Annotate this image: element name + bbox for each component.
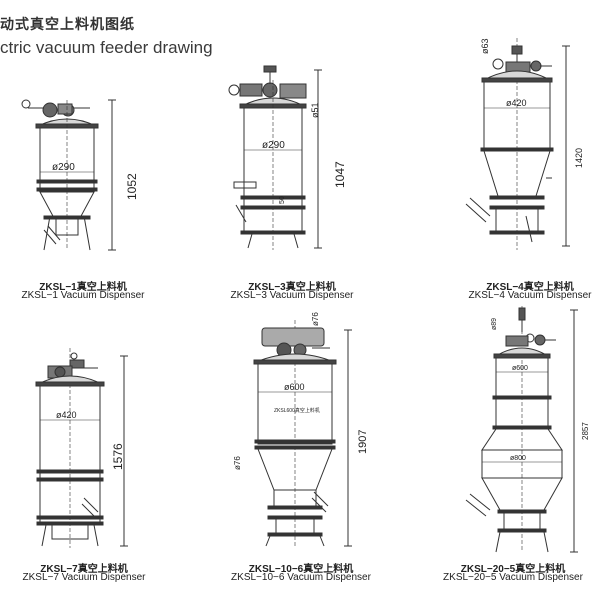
flange-ring: [36, 477, 104, 482]
support-leg: [293, 233, 299, 249]
machine-zksl-10-6: ZKSL600真空上料机 ø600 ø76 ø76 1907: [233, 312, 369, 548]
support-leg: [495, 531, 501, 553]
gauge-icon: [492, 58, 504, 70]
discharge-chute: [81, 497, 99, 519]
flange-ring: [240, 230, 306, 235]
top-dimension-label: ø51: [310, 102, 320, 118]
support-leg: [247, 233, 253, 249]
motor-circle: [262, 82, 278, 98]
height-label: 1576: [111, 443, 125, 470]
diameter-label: ø600: [284, 382, 305, 392]
caption-zksl-4-en: ZKSL−4 Vacuum Dispenser: [468, 290, 592, 301]
side-dimension-label: ø76: [233, 456, 242, 470]
support-leg: [93, 524, 99, 547]
caption-zksl-20-5-cn: ZKSL−20−5真空上料机: [460, 564, 566, 575]
caption-zksl-3-cn: ZKSL−3真空上料机: [248, 282, 336, 293]
gauge-icon: [70, 352, 78, 360]
diameter-label: ø290: [262, 140, 285, 151]
motor-circle: [530, 60, 542, 72]
nameplate-label: ZKSL600真空上料机: [274, 407, 320, 414]
motor-housing: [261, 327, 325, 347]
support-leg: [83, 215, 91, 251]
motor-circle: [534, 334, 546, 346]
page-title-en: ctric vacuum feeder drawing: [0, 38, 213, 57]
support-leg: [543, 531, 549, 553]
feed-inlet: [43, 225, 61, 245]
valve-block: [69, 359, 85, 369]
discharge-pipe: [55, 218, 79, 236]
motor-block: [505, 61, 531, 73]
caption-zksl-10-6-en: ZKSL−10−6 Vacuum Dispenser: [231, 572, 371, 583]
flange-ring: [489, 230, 545, 235]
motor-circle: [54, 366, 66, 378]
diameter-label: ø290: [52, 162, 75, 173]
hopper-cap: [35, 381, 105, 387]
machine-zksl-7: ø420 1576: [35, 348, 128, 548]
height-label: 1047: [333, 161, 347, 188]
caption-zksl-3-en: ZKSL−3 Vacuum Dispenser: [230, 290, 354, 301]
diameter-label: ø420: [56, 410, 77, 420]
machine-zksl-4: ø420 ø63 1420: [465, 38, 584, 250]
feed-inlet: [233, 181, 257, 189]
hopper-cap: [481, 77, 553, 83]
hopper-cap: [253, 359, 337, 365]
lower-diameter-label: ø800: [510, 455, 526, 462]
caption-zksl-20-5-en: ZKSL−20−5 Vacuum Dispenser: [443, 572, 583, 583]
flange-ring: [240, 195, 306, 200]
discharge-chute: [311, 491, 329, 513]
caption-zksl-10-6-cn: ZKSL−10−6真空上料机: [248, 564, 354, 575]
diameter-label: ø600: [512, 365, 528, 372]
support-leg: [265, 535, 271, 547]
discharge-pipe: [51, 524, 89, 540]
motor-circle: [42, 102, 58, 118]
height-label: 2857: [581, 422, 590, 440]
support-leg: [525, 215, 533, 243]
diameter-label: ø420: [506, 98, 527, 108]
gauge-icon: [228, 84, 240, 96]
discharge-chute: [465, 493, 491, 517]
top-dimension-label: ø76: [311, 312, 320, 326]
flange-ring: [489, 195, 545, 200]
caption-zksl-1-en: ZKSL−1 Vacuum Dispenser: [21, 290, 145, 301]
side-dimension-label: 50: [279, 196, 286, 204]
flange-ring: [36, 515, 104, 520]
vent-cap: [518, 307, 526, 321]
height-label: 1907: [357, 430, 369, 454]
height-label: 1420: [574, 148, 584, 168]
flange-ring: [492, 395, 552, 400]
flange-ring: [267, 532, 323, 537]
page-title-cn: 动式真空上料机图纸: [0, 17, 135, 33]
height-label: 1052: [125, 173, 139, 200]
motor-block: [505, 335, 529, 347]
machine-zksl-20-5: ø600 ø800 ø89 2857: [465, 306, 590, 553]
caption-zksl-1-cn: ZKSL−1真空上料机: [39, 282, 127, 293]
motor-block: [279, 83, 307, 99]
gauge-icon: [21, 99, 31, 109]
support-leg: [41, 524, 47, 547]
hopper-body: [257, 363, 333, 445]
vent-cap: [511, 45, 523, 55]
caption-zksl-7-cn: ZKSL−7真空上料机: [40, 564, 128, 575]
flange-ring: [267, 505, 323, 510]
hopper-cap: [493, 353, 551, 359]
flange-ring: [36, 187, 98, 192]
vent-cap: [263, 65, 277, 73]
support-leg: [319, 535, 325, 547]
machine-zksl-3: ø290 ø51 50 1047: [228, 65, 347, 250]
flange-ring: [497, 528, 547, 533]
discharge-chute: [465, 197, 491, 223]
top-dimension-label: ø89: [491, 318, 498, 330]
valve-block: [239, 83, 263, 97]
discharge-chute: [235, 204, 247, 223]
flange-ring: [254, 439, 336, 444]
caption-zksl-4-cn: ZKSL−4真空上料机: [486, 282, 574, 293]
motor-block: [57, 103, 73, 115]
discharge-pipe: [503, 512, 541, 530]
machine-zksl-1: ø290 1052: [21, 99, 139, 251]
top-dimension-label: ø63: [480, 38, 490, 54]
caption-zksl-7-en: ZKSL−7 Vacuum Dispenser: [22, 572, 146, 583]
flange-ring: [36, 179, 98, 184]
flange-ring: [36, 469, 104, 474]
